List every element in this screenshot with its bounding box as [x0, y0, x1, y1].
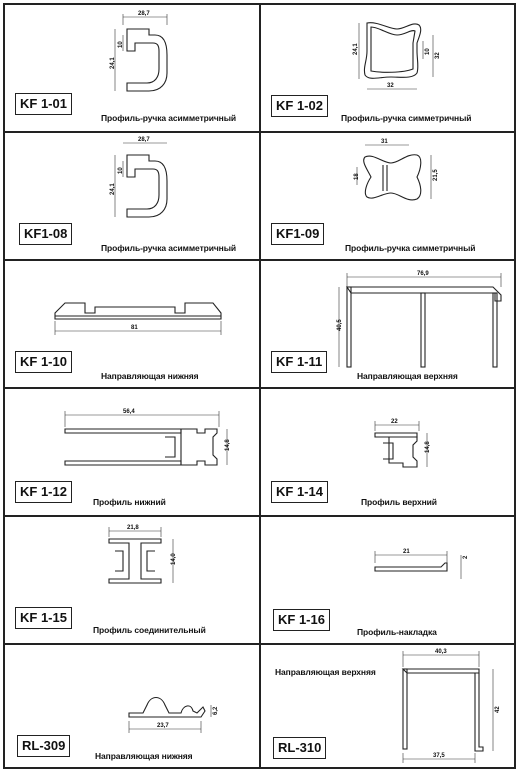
dim-label: 18 [354, 173, 360, 180]
dim-label: 23,7 [157, 723, 169, 729]
profile-drawing-rl-309: 6,2 23,7 [128, 696, 219, 733]
profile-description: Направляющая верхняя [357, 371, 458, 381]
profile-code: KF1-08 [19, 223, 73, 245]
profile-drawing-kf-1-02: 24,1 10 32 32 [353, 22, 441, 90]
dim-label: 10 [118, 41, 124, 48]
dim-label: 40,5 [337, 319, 343, 331]
profile-description: Профиль-ручка асимметричный [101, 113, 237, 123]
dim-label: 14,8 [225, 439, 231, 451]
profile-description: Профиль верхний [361, 497, 437, 507]
dim-label: 10 [118, 167, 124, 174]
dim-label: 21,8 [127, 525, 139, 531]
dim-label: 6,2 [213, 706, 219, 715]
dim-label: 32 [387, 83, 394, 89]
dim-label: 24,1 [110, 57, 116, 69]
dim-label: 40,3 [435, 649, 447, 655]
profile-cell-kf-1-11: 76,9 40,5 KF 1-11 Направляющая верхняя [260, 260, 515, 388]
profile-code: KF 1-02 [271, 95, 328, 117]
dim-label: 56,4 [123, 409, 135, 415]
dim-label: 24,1 [353, 43, 359, 55]
profile-code: KF 1-11 [271, 351, 328, 373]
profile-drawing-rl-310: 40,3 42 37,5 [401, 649, 501, 763]
profile-code: KF 1-14 [271, 481, 328, 503]
profile-cell-kf-1-02: 24,1 10 32 32 KF 1-02 Профиль-ручка симм… [260, 4, 515, 132]
dim-label: 32 [435, 52, 441, 59]
profile-drawing-kf1-09: 31 18 21,5 [354, 139, 439, 201]
dim-label: 2 [463, 555, 469, 559]
profile-code: KF 1-12 [15, 481, 72, 503]
profile-drawing-kf-1-14: 22 14,8 [374, 419, 431, 468]
profile-cell-rl-310: Направляющая верхняя 40,3 42 37,5 RL-310 [260, 644, 515, 768]
profile-description: Направляющая верхняя [275, 667, 376, 677]
profile-catalog-sheet: 28,7 24,1 10 KF 1-01 Профиль-ручка асимм… [3, 3, 516, 769]
profile-drawing-kf-1-12: 56,4 14,8 [64, 409, 231, 466]
profile-cell-kf-1-15: 21,8 14,0 KF 1-15 Профиль соединительный [4, 516, 260, 644]
profile-cell-kf-1-10: 81 KF 1-10 Направляющая нижняя [4, 260, 260, 388]
dim-label: 22 [391, 419, 398, 425]
profile-drawing-kf-1-01: 28,7 24,1 10 [110, 11, 168, 92]
profile-cell-rl-309: 6,2 23,7 RL-309 Направляющая нижняя [4, 644, 260, 768]
profile-code: KF 1-01 [15, 93, 72, 115]
dim-label: 81 [131, 325, 138, 331]
profile-code: KF 1-15 [15, 607, 72, 629]
profile-description: Профиль соединительный [93, 625, 206, 635]
dim-label: 21,5 [433, 169, 439, 181]
profile-description: Профиль-ручка асимметричный [101, 243, 237, 253]
profile-cell-kf1-08: 28,7 10 24,1 KF1-08 Профиль-ручка асимме… [4, 132, 260, 260]
profile-description: Профиль-накладка [357, 627, 437, 637]
dim-label: 10 [425, 48, 431, 55]
profile-code: RL-310 [273, 737, 327, 759]
profile-cell-kf-1-16: 21 2 KF 1-16 Профиль-накладка [260, 516, 515, 644]
profile-description: Профиль-ручка симметричный [341, 113, 472, 123]
profile-code: KF 1-10 [15, 351, 72, 373]
profile-cell-kf1-09: 31 18 21,5 KF1-09 Профиль-ручка симметри… [260, 132, 515, 260]
dim-label: 14,8 [425, 441, 431, 453]
profile-code: RL-309 [17, 735, 71, 757]
profile-drawing-kf-1-10: 81 [54, 302, 222, 335]
dim-label: 21 [403, 549, 410, 555]
profile-cell-kf-1-01: 28,7 24,1 10 KF 1-01 Профиль-ручка асимм… [4, 4, 260, 132]
dim-label: 31 [381, 139, 388, 145]
dim-label: 24,1 [110, 183, 116, 195]
profile-cell-kf-1-12: 56,4 14,8 KF 1-12 Профиль нижний [4, 388, 260, 516]
dim-label: 14,0 [171, 553, 177, 565]
profile-drawing-kf-1-16: 21 2 [374, 549, 469, 579]
dim-label: 42 [495, 706, 501, 713]
profile-code: KF 1-16 [273, 609, 330, 631]
profile-drawing-kf-1-11: 76,9 40,5 [337, 271, 502, 368]
profile-drawing-kf-1-15: 21,8 14,0 [108, 525, 177, 584]
profile-code: KF1-09 [271, 223, 325, 245]
profile-cell-kf-1-14: 22 14,8 KF 1-14 Профиль верхний [260, 388, 515, 516]
profile-description: Направляющая нижняя [101, 371, 199, 381]
profile-description: Направляющая нижняя [95, 751, 193, 761]
dim-label: 28,7 [138, 11, 150, 17]
profile-drawing-kf1-08: 28,7 10 24,1 [110, 137, 168, 218]
dim-label: 37,5 [433, 753, 445, 759]
profile-description: Профиль-ручка симметричный [345, 243, 476, 253]
dim-label: 28,7 [138, 137, 150, 143]
profile-description: Профиль нижний [93, 497, 166, 507]
dim-label: 76,9 [417, 271, 429, 277]
